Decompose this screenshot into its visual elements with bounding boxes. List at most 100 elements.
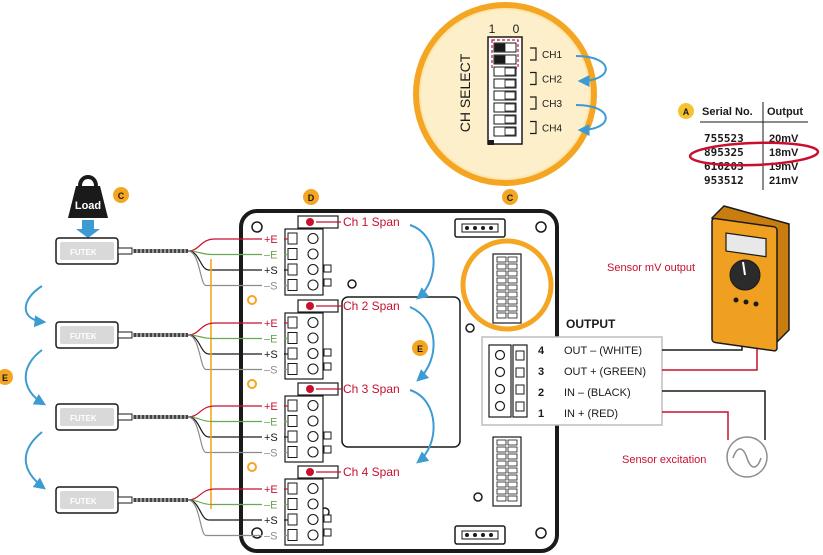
badge-c-top-label: C: [507, 193, 514, 203]
mount-hole: [535, 221, 547, 233]
ch-bracket: [530, 47, 537, 61]
span-label: Ch 2 Span: [343, 299, 400, 313]
dip-cell: [507, 481, 518, 488]
terminal-screw: [307, 482, 319, 495]
serial-number: 616203: [704, 160, 744, 173]
terminal-label: –E: [264, 334, 277, 346]
dip-cell: [496, 439, 507, 446]
dip-cell: [507, 439, 518, 446]
shield-marker: [247, 462, 257, 472]
terminal-label: –E: [264, 417, 277, 429]
output-terminal-body: [488, 344, 512, 418]
weight-icon: [68, 186, 108, 218]
mount-hole: [251, 221, 263, 233]
dip-cell: [496, 488, 507, 495]
sensor-connector: [117, 247, 133, 255]
sensor-3: FUTEK: [55, 403, 216, 454]
ch-label: CH2: [542, 75, 562, 86]
terminal-clamp: [287, 263, 298, 276]
dip-cell: [507, 446, 518, 453]
terminal-screw: [307, 513, 319, 526]
dip-cell: [496, 298, 507, 305]
terminal-clamp: [515, 350, 525, 361]
fanout-wire: [187, 250, 207, 287]
channel-blocks: Ch 1 Span+E–E+S–SCh 2 Span+E–E+S–SCh 3 S…: [206, 215, 400, 546]
shield-marker: [247, 295, 257, 305]
fanout-wire: [187, 416, 207, 454]
sensor-connector: [117, 413, 133, 421]
terminal-screw: [307, 347, 319, 360]
ch-label: CH4: [542, 124, 562, 135]
dip-cell: [507, 298, 518, 305]
dip-cell: [496, 474, 507, 481]
dip-cell: [496, 270, 507, 277]
dip-lever: [504, 67, 516, 76]
load-down-arrow: [76, 220, 100, 238]
sensor-cable: [132, 415, 188, 419]
terminal-clamp: [287, 482, 298, 495]
terminal-label: –E: [264, 250, 277, 262]
dip-cell: [496, 495, 507, 502]
terminal-clamp: [287, 399, 298, 412]
fanout-wire: [187, 499, 207, 537]
output-pin-number: 2: [538, 387, 544, 399]
jumper: [323, 445, 332, 454]
badge-e-center-label: E: [417, 344, 423, 354]
sensor-excitation-label: Sensor excitation: [622, 454, 706, 466]
jumper: [323, 278, 332, 287]
output-pin-number: 4: [538, 345, 545, 357]
span-pot-icon: [306, 468, 314, 476]
dip-cell: [507, 312, 518, 319]
serial-output: 18mV: [769, 147, 799, 159]
terminal-clamp: [287, 529, 298, 541]
sensor-brand: FUTEK: [70, 497, 97, 506]
badge-c-load: [113, 187, 129, 203]
ch-select-title: CH SELECT: [457, 53, 473, 132]
channel-block-1: Ch 1 Span+E–E+S–S: [206, 215, 400, 343]
dip-cell: [496, 284, 507, 291]
terminal-clamp: [287, 498, 298, 510]
serial-number: 953512: [704, 174, 744, 187]
dip-cell: [507, 460, 518, 467]
span-label: Ch 1 Span: [343, 215, 400, 229]
terminal-clamp: [287, 363, 298, 375]
sensor-connector: [117, 496, 133, 504]
badge-c-top: C: [502, 189, 518, 205]
terminal-screw: [307, 248, 319, 260]
jumper: [323, 528, 332, 537]
dip-cell: [507, 305, 518, 312]
board-dip-switch-lower: [492, 436, 522, 507]
board-dip-switch: [492, 253, 522, 324]
terminal-clamp: [287, 347, 298, 360]
dip-cell: [496, 481, 507, 488]
terminal-screw: [307, 529, 319, 541]
output-pin-label: OUT + (GREEN): [564, 366, 646, 378]
badge-d: D: [303, 189, 319, 205]
dip-cell: [507, 277, 518, 284]
terminal-clamp: [287, 248, 298, 260]
dip-cell: [496, 291, 507, 298]
span-arrows: [409, 224, 435, 464]
sensor-arrow-3: [24, 431, 46, 490]
span-arrow-2: [409, 306, 435, 382]
terminal-label: +E: [264, 234, 278, 246]
terminal-label: +S: [264, 265, 278, 277]
highlight-ring: [688, 141, 820, 167]
dip-cell: [507, 474, 518, 481]
terminal-label: +E: [264, 401, 278, 413]
ch-bracket: [530, 96, 537, 110]
ch-label: CH1: [542, 50, 562, 61]
terminal-screw: [307, 263, 319, 276]
dip-cell: [507, 495, 518, 502]
output-title: OUTPUT: [566, 317, 616, 331]
dip-cell: [496, 312, 507, 319]
ch-select-switches: [493, 42, 517, 137]
sensor-brand: FUTEK: [70, 248, 97, 257]
terminal-label: –S: [264, 531, 277, 543]
ch-select-col-1: 1: [489, 22, 496, 36]
terminal-clamp: [515, 401, 525, 412]
